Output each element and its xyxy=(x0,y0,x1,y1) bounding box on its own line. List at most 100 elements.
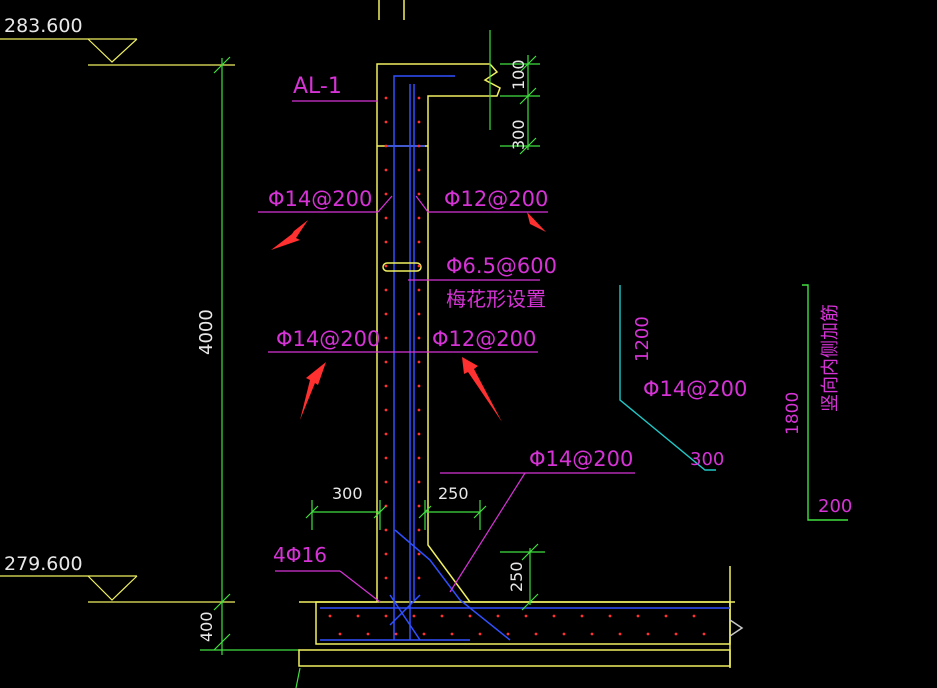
height-4000-label: 4000 xyxy=(196,309,217,355)
rebar-dot xyxy=(417,336,421,340)
rebar-dot xyxy=(384,614,388,618)
elevation-bottom-label: 279.600 xyxy=(4,553,83,575)
rebar-dot xyxy=(384,216,388,220)
base-left-300-label: 300 xyxy=(332,484,363,503)
rebar-dot xyxy=(417,240,421,244)
arrow-3 xyxy=(300,362,326,420)
rebar-dot xyxy=(580,614,584,618)
top-100-label: 100 xyxy=(509,59,528,90)
rebar-dot xyxy=(384,96,388,100)
detail2-bar-shape xyxy=(802,284,848,521)
rebar-dot xyxy=(384,264,388,268)
rebar-right-lower-label: Φ12@200 xyxy=(432,327,536,351)
rebar-dot xyxy=(674,632,678,636)
rebar-left-upper-label: Φ14@200 xyxy=(268,187,372,211)
rebar-dot xyxy=(496,614,500,618)
rebar-dot xyxy=(417,168,421,172)
rebar-lines xyxy=(320,75,730,641)
rebar-dot xyxy=(506,632,510,636)
rebar-dot xyxy=(394,632,398,636)
rebar-dot xyxy=(417,360,421,364)
annotation-leaders xyxy=(258,195,635,603)
rebar-dot xyxy=(384,432,388,436)
haunch-250-label: 250 xyxy=(507,561,526,592)
rebar-dot xyxy=(468,614,472,618)
arrow-1 xyxy=(271,220,308,250)
rebar-dot xyxy=(417,144,421,148)
elevation-top-label: 283.600 xyxy=(4,15,83,37)
tie-note-label: 梅花形设置 xyxy=(446,287,546,311)
rebar-dot xyxy=(384,528,388,532)
rebar-dot xyxy=(608,614,612,618)
tie-hook xyxy=(382,262,422,272)
rebar-dot xyxy=(417,456,421,460)
rebar-dot xyxy=(417,312,421,316)
rebar-dot xyxy=(692,614,696,618)
rebar-dot xyxy=(384,336,388,340)
base-dimension-lines xyxy=(305,500,545,611)
rebar-dot xyxy=(618,632,622,636)
rebar-dot xyxy=(450,632,454,636)
rebar-dot xyxy=(328,614,332,618)
rebar-dot xyxy=(478,632,482,636)
elevation-marker-top xyxy=(0,38,235,66)
detail1-bar-label: Φ14@200 xyxy=(643,377,747,401)
rebar-haunch-label: Φ14@200 xyxy=(529,447,633,471)
rebar-dot xyxy=(384,168,388,172)
highlight-arrows xyxy=(271,212,546,422)
rebar-dot xyxy=(417,432,421,436)
detail1-1200-label: 1200 xyxy=(632,316,653,362)
rebar-dot xyxy=(384,480,388,484)
detail1-bar-shape xyxy=(619,285,716,471)
rebar-dot xyxy=(552,614,556,618)
rebar-dot xyxy=(524,614,528,618)
rebar-dot xyxy=(646,632,650,636)
rebar-dot xyxy=(422,632,426,636)
rebar-dot xyxy=(417,192,421,196)
rebar-dot xyxy=(384,240,388,244)
top-dimension-lines xyxy=(500,55,540,155)
rebar-dot xyxy=(417,120,421,124)
rebar-dot xyxy=(384,456,388,460)
detail2-1800-label: 1800 xyxy=(783,392,803,435)
rebar-dot xyxy=(417,216,421,220)
elevation-marker-bottom xyxy=(0,575,235,603)
rebar-dot xyxy=(417,264,421,268)
rebar-dot xyxy=(636,614,640,618)
arrow-4 xyxy=(462,357,502,422)
top-300-label: 300 xyxy=(509,119,528,150)
rebar-dot xyxy=(384,288,388,292)
rebar-dot xyxy=(384,312,388,316)
detail2-200-label: 200 xyxy=(818,496,852,517)
detail1-300-label: 300 xyxy=(690,449,724,470)
base-bars-label: 4Φ16 xyxy=(273,543,327,567)
rebar-dot xyxy=(417,408,421,412)
rebar-dot xyxy=(384,552,388,556)
rebar-dot xyxy=(440,614,444,618)
tie-label: Φ6.5@600 xyxy=(446,254,557,278)
rebar-dot xyxy=(590,632,594,636)
rebar-dot xyxy=(384,360,388,364)
rebar-dots xyxy=(328,96,706,636)
rebar-dot xyxy=(534,632,538,636)
rebar-dot xyxy=(384,120,388,124)
rebar-dot xyxy=(562,632,566,636)
rebar-left-lower-label: Φ14@200 xyxy=(276,327,380,351)
arrow-2 xyxy=(527,212,546,232)
height-dimension-line xyxy=(200,56,300,655)
base-right-250-label: 250 xyxy=(438,484,469,503)
rebar-dot xyxy=(417,528,421,532)
rebar-dot xyxy=(384,144,388,148)
rebar-dot xyxy=(417,288,421,292)
rebar-dot xyxy=(338,632,342,636)
rebar-dot xyxy=(417,384,421,388)
rebar-dot xyxy=(384,576,388,580)
rebar-dot xyxy=(417,96,421,100)
rebar-dot xyxy=(366,632,370,636)
rebar-dot xyxy=(664,614,668,618)
rebar-right-upper-label: Φ12@200 xyxy=(444,187,548,211)
rebar-dot xyxy=(417,552,421,556)
rebar-dot xyxy=(417,504,421,508)
rebar-dot xyxy=(356,614,360,618)
rebar-dot xyxy=(417,480,421,484)
